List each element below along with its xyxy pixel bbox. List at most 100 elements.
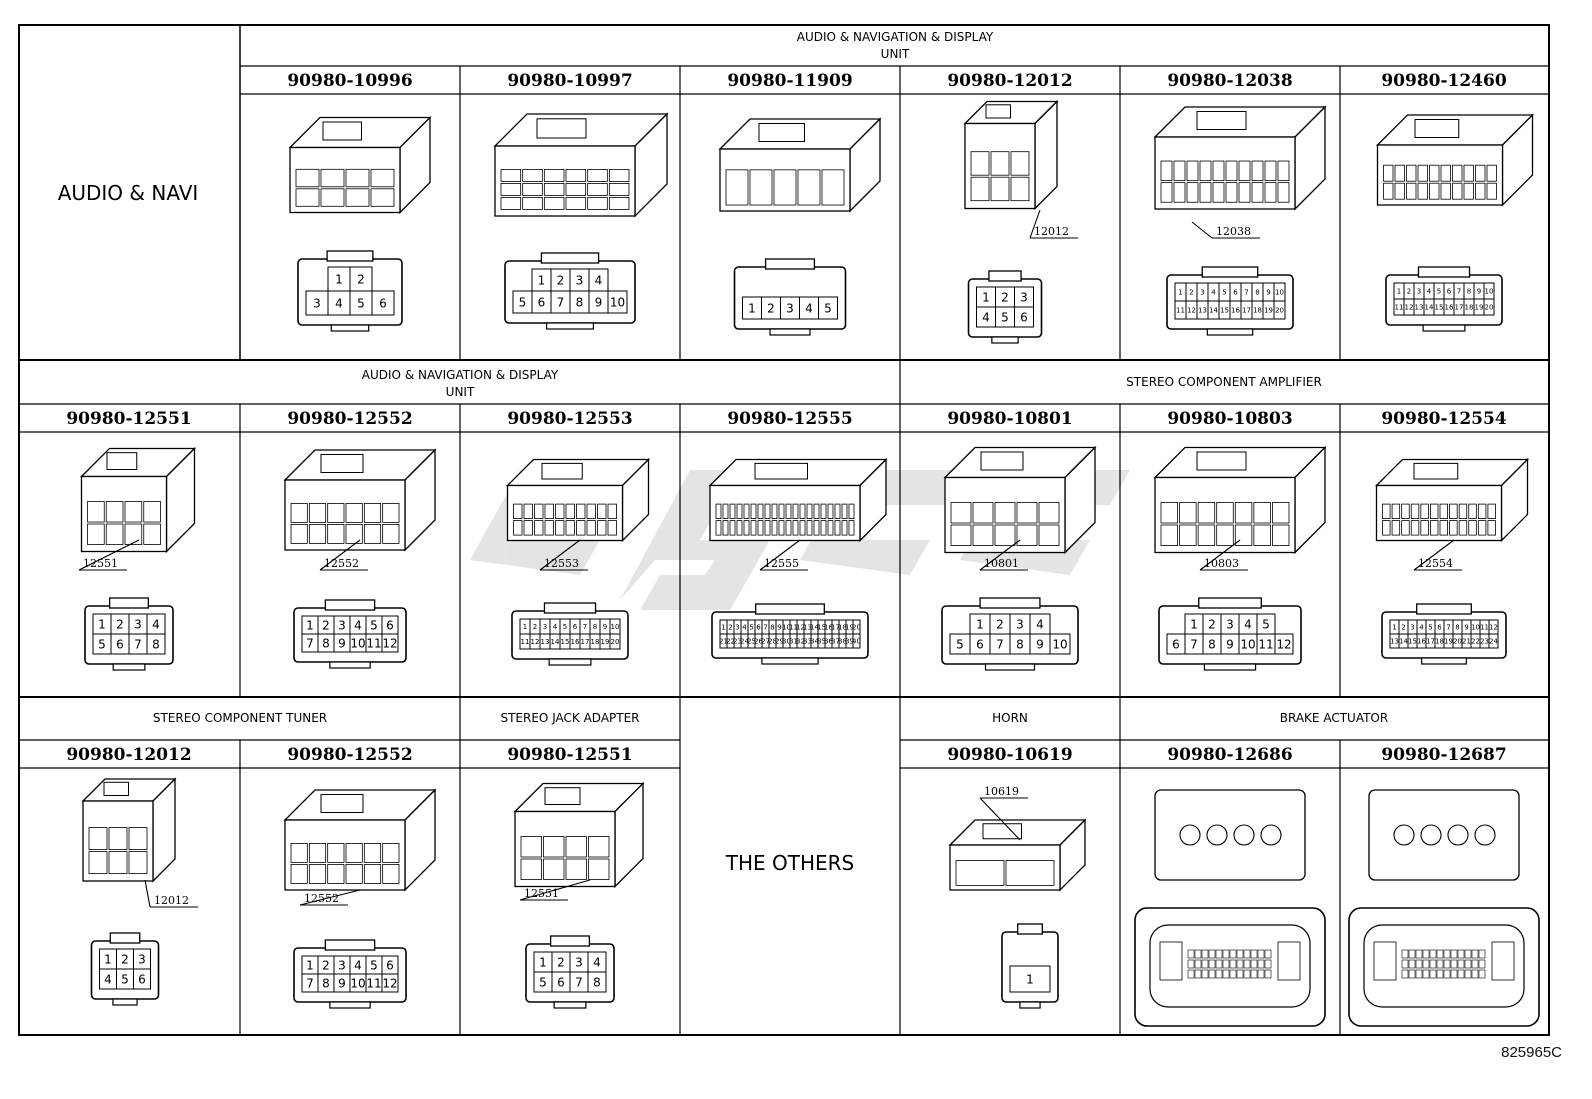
pin-number: 2 — [322, 959, 330, 973]
pin-number: 1 — [748, 302, 756, 316]
pin-number: 7 — [583, 623, 587, 631]
part-number: 90980-12012 — [66, 745, 191, 765]
pin-number: 5 — [956, 638, 964, 652]
part-number: 90980-12553 — [507, 409, 632, 429]
pin-number: 2 — [116, 618, 124, 632]
pin-number: 15 — [817, 624, 826, 632]
pin-cell — [146, 633, 166, 655]
pin-number: 5 — [824, 302, 832, 316]
part-tag: 12554 — [1418, 557, 1453, 570]
pin-number: 2 — [1407, 288, 1411, 296]
pin-number: 3 — [1020, 291, 1028, 305]
pin-cell — [1488, 633, 1499, 649]
pin-number: 9 — [1477, 288, 1481, 296]
pin-number: 12 — [382, 637, 397, 651]
pin-number: 5 — [1437, 288, 1441, 296]
pin-number: 16 — [1417, 638, 1426, 646]
pin-number: 1 — [539, 956, 547, 970]
part-number: 90980-12555 — [727, 409, 852, 429]
pin-cell — [1009, 965, 1051, 993]
group-title-tuner: STEREO COMPONENT TUNER — [153, 711, 327, 725]
pin-number: 8 — [576, 296, 584, 310]
pin-number: 17 — [831, 624, 840, 632]
pin-number: 10 — [611, 623, 620, 631]
pin-number: 13 — [541, 638, 550, 646]
pin-number: 5 — [357, 297, 365, 311]
part-number: 90980-12551 — [66, 409, 191, 429]
pin-number: 20 — [611, 638, 620, 646]
pin-number: 19 — [1264, 307, 1273, 315]
pin-number: 1 — [982, 291, 990, 305]
pin-number: 13 — [1198, 307, 1207, 315]
pin-number: 18 — [1253, 307, 1262, 315]
pin-number: 6 — [1020, 311, 1028, 325]
pin-number: 3 — [786, 302, 794, 316]
pin-number: 7 — [763, 624, 767, 632]
pin-number: 2 — [1189, 289, 1193, 297]
part-tag: 12553 — [544, 557, 579, 570]
pin-number: 21 — [1462, 638, 1471, 646]
part-tag: 12012 — [154, 894, 189, 907]
pin-number: 7 — [575, 976, 583, 990]
pin-number: 8 — [1016, 638, 1024, 652]
pin-number: 4 — [1244, 618, 1252, 632]
pin-number: 14 — [551, 638, 560, 646]
pin-number: 2 — [322, 619, 330, 633]
pin-number: 5 — [519, 296, 527, 310]
pin-cell — [381, 973, 399, 993]
pin-number: 18 — [591, 638, 600, 646]
pin-number: 4 — [354, 619, 362, 633]
pin-number: 11 — [1395, 304, 1404, 312]
pin-number: 5 — [1001, 311, 1009, 325]
pin-number: 4 — [982, 311, 990, 325]
pin-cell — [1049, 633, 1071, 655]
pin-number: 3 — [338, 619, 346, 633]
pin-number: 6 — [386, 619, 394, 633]
pin-number: 3 — [735, 624, 739, 632]
pin-number: 4 — [152, 618, 160, 632]
pin-number: 10 — [350, 977, 365, 991]
pin-number: 9 — [1464, 624, 1468, 632]
part-number: 90980-12554 — [1381, 409, 1507, 429]
pin-number: 10 — [350, 637, 365, 651]
pin-number: 1 — [306, 959, 314, 973]
pin-number: 1 — [721, 624, 725, 632]
pin-number: 6 — [138, 973, 146, 987]
pin-number: 4 — [553, 623, 558, 631]
pin-number: 5 — [121, 973, 129, 987]
part-number: 90980-12038 — [1167, 71, 1292, 91]
part-number: 90980-12460 — [1381, 71, 1507, 91]
pin-number: 11 — [366, 977, 381, 991]
pin-number: 37 — [831, 638, 840, 646]
pin-number: 1 — [976, 618, 984, 632]
pin-number: 19 — [845, 624, 854, 632]
pin-number: 7 — [306, 977, 314, 991]
pin-number: 12 — [1405, 304, 1414, 312]
pin-number: 8 — [593, 623, 597, 631]
pin-number: 2 — [1001, 291, 1009, 305]
pin-number: 6 — [538, 296, 546, 310]
pin-number: 16 — [571, 638, 580, 646]
pin-number: 8 — [1208, 638, 1216, 652]
the-others-label: THE OTHERS — [725, 851, 854, 875]
pin-number: 11 — [521, 638, 530, 646]
part-tag: 12552 — [324, 557, 359, 570]
pin-number: 16 — [1231, 307, 1240, 315]
pin-number: 11 — [789, 624, 798, 632]
pin-number: 3 — [1016, 618, 1024, 632]
pin-cell — [1274, 633, 1294, 655]
pin-number: 3 — [134, 618, 142, 632]
pin-number: 6 — [557, 976, 565, 990]
pin-number: 9 — [1266, 289, 1270, 297]
pin-number: 27 — [761, 638, 770, 646]
pin-number: 8 — [770, 624, 774, 632]
part-number: 90980-12686 — [1167, 745, 1292, 765]
pin-number: 15 — [561, 638, 570, 646]
